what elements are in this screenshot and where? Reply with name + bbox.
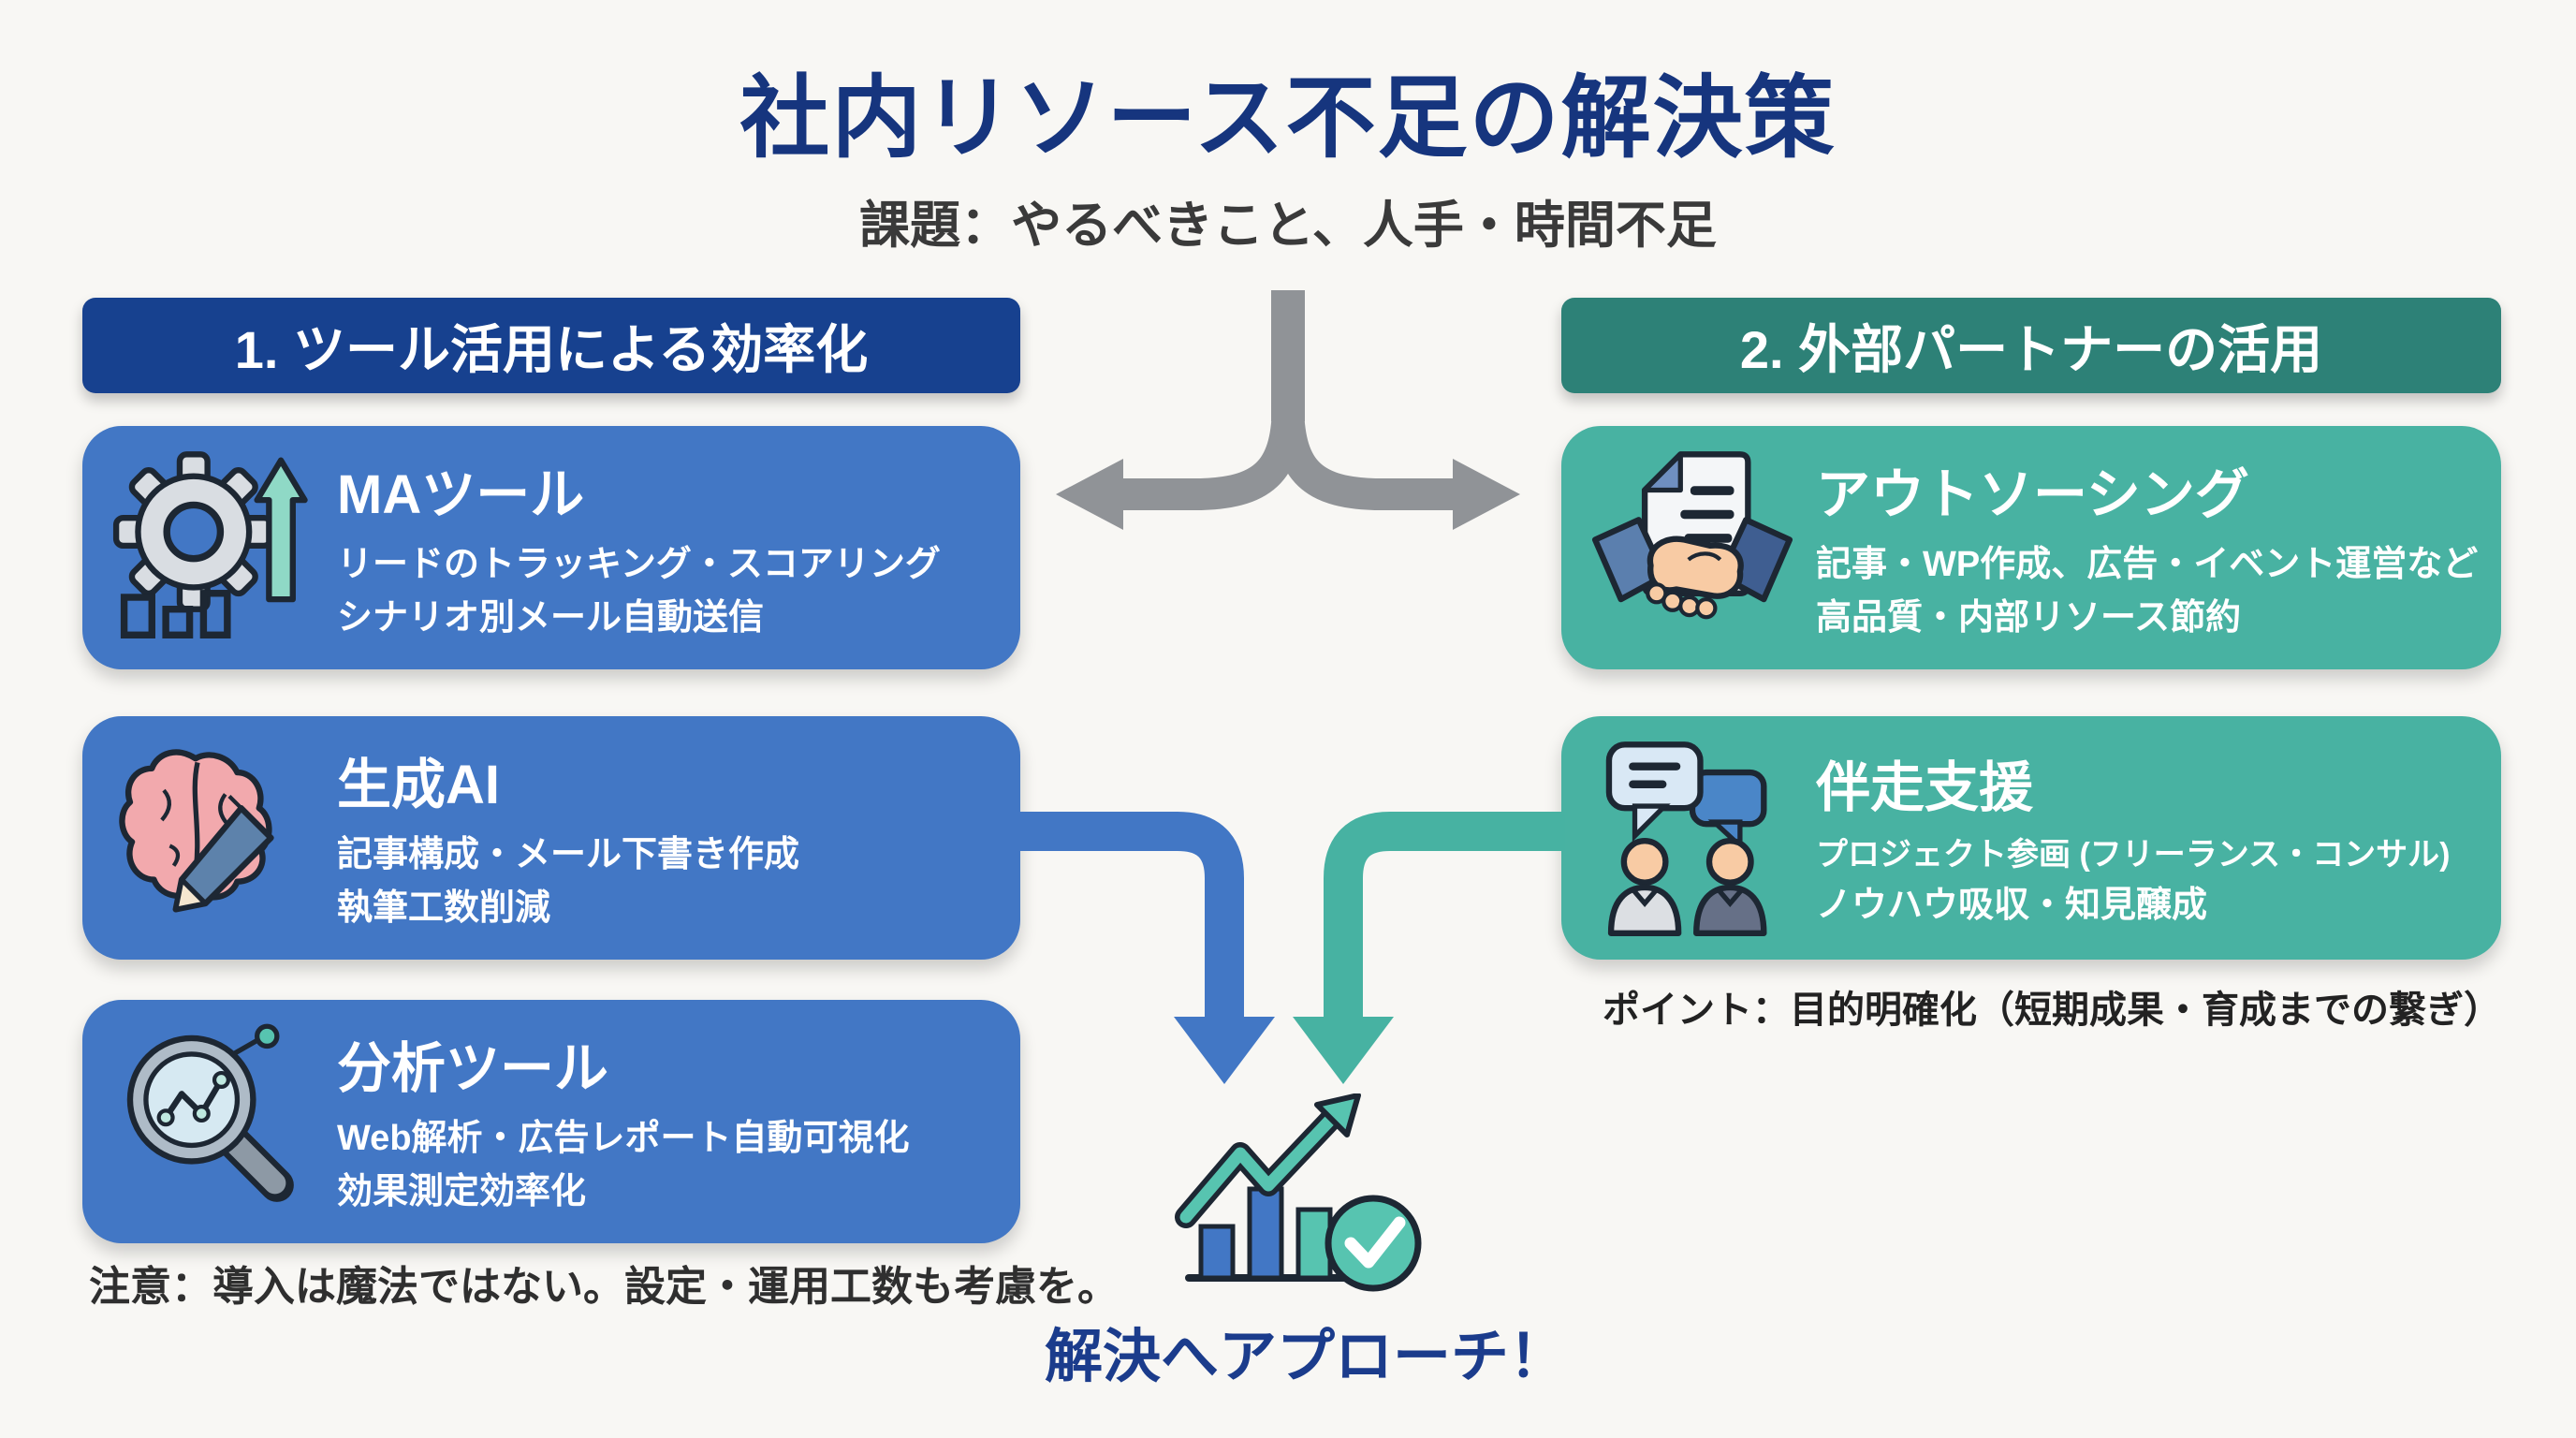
magnifier-chart-icon <box>110 1022 316 1221</box>
card-title: 伴走支援 <box>1816 757 2034 818</box>
card-line: 効果測定効率化 <box>337 1172 587 1211</box>
handshake-document-icon <box>1589 448 1795 647</box>
blue-flow-arrow-icon <box>1016 812 1275 1084</box>
left-section-header: 1. ツール活用による効率化 <box>82 298 1020 393</box>
card-line: 記事構成・メール下書き作成 <box>337 835 800 874</box>
growth-check-icon <box>1175 1093 1422 1292</box>
split-arrow-icon <box>1056 290 1520 530</box>
card-analytics-tool: 分析ツール Web解析・広告レポート自動可視化 効果測定効率化 <box>82 1000 1020 1243</box>
gear-growth-icon <box>110 448 316 647</box>
card-outsourcing: アウトソーシング 記事・WP作成、広告・イベント運営など 高品質・内部リソース節… <box>1561 426 2501 669</box>
page-subtitle: 課題：やるべきこと、人手・時間不足 <box>859 198 1717 254</box>
card-line: リードのトラッキング・スコアリング <box>337 545 941 584</box>
right-section-header: 2. 外部パートナーの活用 <box>1561 298 2501 393</box>
card-title: MAツール <box>337 464 585 525</box>
card-title: アウトソーシング <box>1816 464 2249 525</box>
left-section-header-label: 1. ツール活用による効率化 <box>234 319 869 379</box>
right-section-point: ポイント：目的明確化（短期成果・育成までの繋ぎ） <box>1603 990 2501 1031</box>
right-section-header-label: 2. 外部パートナーの活用 <box>1739 319 2323 379</box>
card-generative-ai: 生成AI 記事構成・メール下書き作成 執筆工数削減 <box>82 716 1020 960</box>
card-line: Web解析・広告レポート自動可視化 <box>337 1119 910 1158</box>
card-line: 高品質・内部リソース節約 <box>1816 598 2242 638</box>
people-chat-icon <box>1589 739 1795 937</box>
brain-pencil-icon <box>110 739 316 937</box>
footer-label: 解決へアプローチ！ <box>1044 1325 1567 1389</box>
card-line: ノウハウ吸収・知見醸成 <box>1816 886 2208 925</box>
card-hands-on-support: 伴走支援 プロジェクト参画 (フリーランス・コンサル) ノウハウ吸収・知見醸成 <box>1561 716 2501 960</box>
card-title: 分析ツール <box>337 1038 609 1099</box>
page-title: 社内リソース不足の解決策 <box>739 68 1837 169</box>
card-title: 生成AI <box>337 755 501 815</box>
card-line: 記事・WP作成、広告・イベント運営など <box>1816 545 2479 584</box>
left-section-note: 注意：導入は魔法ではない。設定・運用工数も考慮を。 <box>89 1264 1119 1310</box>
card-line: 執筆工数削減 <box>337 888 551 928</box>
card-ma-tool: MAツール リードのトラッキング・スコアリング シナリオ別メール自動送信 <box>82 426 1020 669</box>
card-line: シナリオ別メール自動送信 <box>337 598 765 638</box>
teal-flow-arrow-icon <box>1293 812 1565 1084</box>
card-line: プロジェクト参画 (フリーランス・コンサル) <box>1816 837 2451 873</box>
